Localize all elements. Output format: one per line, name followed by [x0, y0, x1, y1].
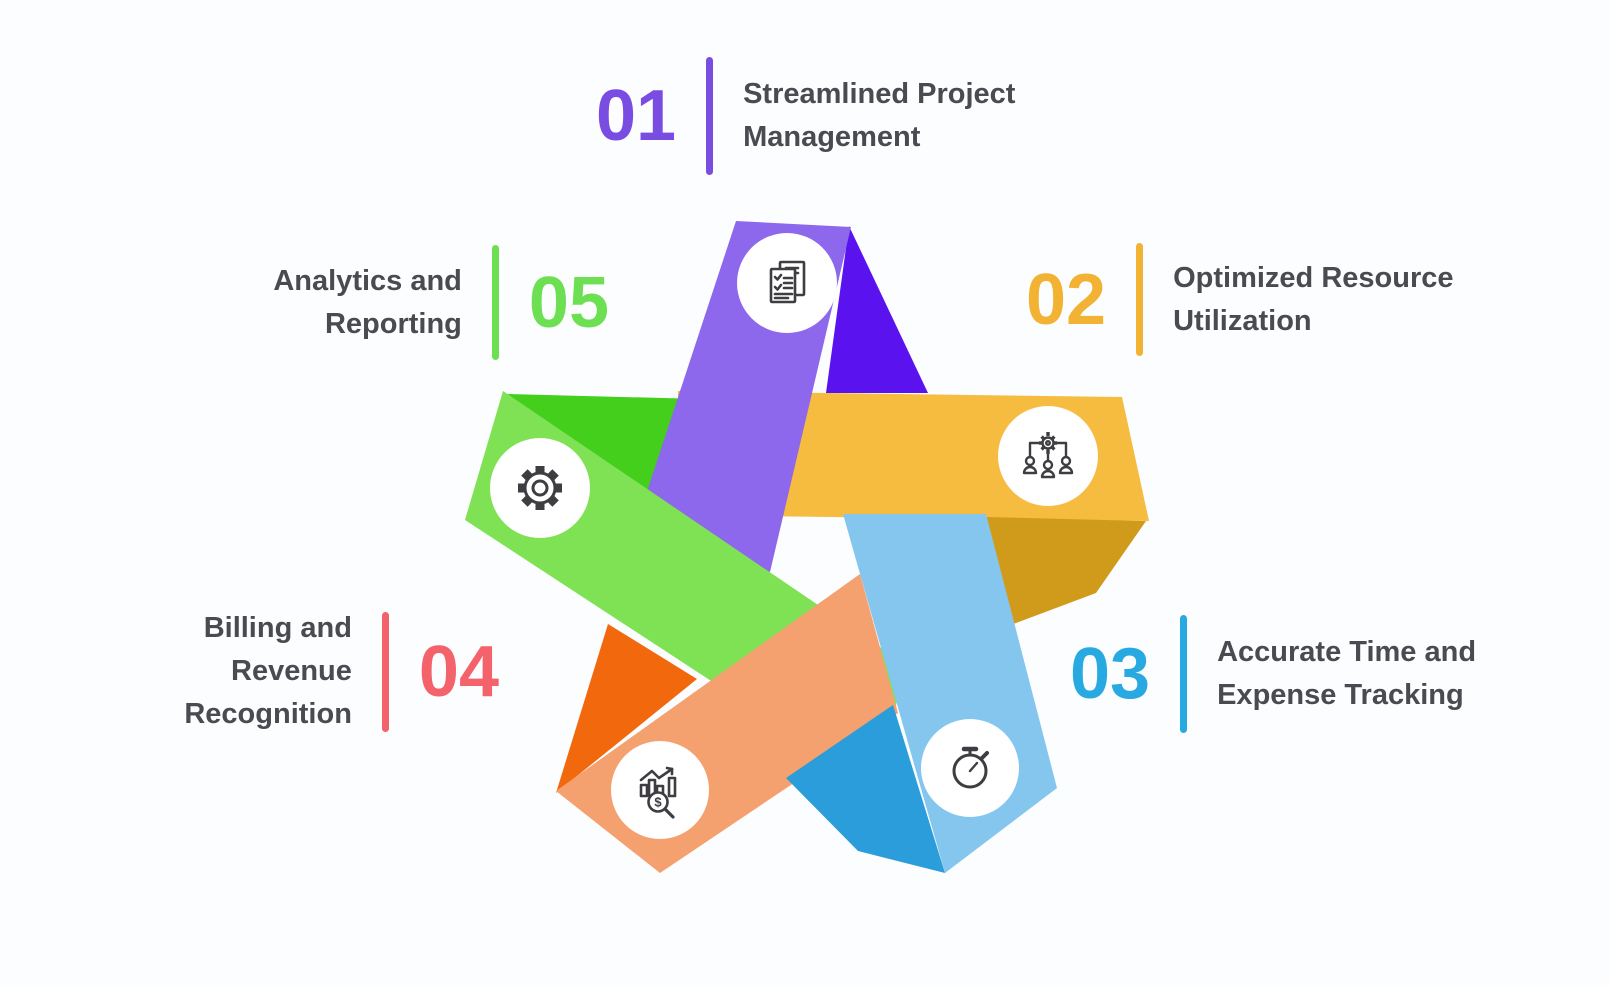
divider-bar — [1136, 243, 1144, 356]
step-item-02: 02 Optimized Resource Utilization — [1026, 243, 1454, 356]
step-number: 01 — [596, 76, 677, 156]
step-label: Analytics and Reporting — [273, 260, 462, 346]
step-number: 02 — [1026, 259, 1107, 340]
step-label-line: Accurate Time and — [1217, 636, 1477, 668]
step-label-line: Management — [743, 121, 921, 153]
purple-ribbon-fold — [826, 226, 928, 393]
step-number: 04 — [418, 631, 499, 712]
divider-bar — [491, 245, 499, 360]
step-label-line: Billing and — [203, 612, 352, 644]
step-label: Billing and Revenue Recognition — [184, 607, 352, 736]
divider-bar — [381, 611, 389, 732]
step-item-04: Billing and Revenue Recognition 04 — [184, 607, 499, 736]
revenue-chart-icon: $ — [639, 766, 677, 819]
step-label: Accurate Time and Expense Tracking — [1217, 631, 1476, 717]
orange-ribbon-fold — [556, 624, 697, 793]
stopwatch-icon — [952, 746, 989, 789]
step-label-line: Analytics and — [273, 264, 462, 297]
step-label-line: Streamlined Project — [743, 78, 1016, 110]
step-label-line: Utilization — [1173, 304, 1312, 337]
gear-icon — [518, 466, 562, 510]
step-label: Streamlined Project Management — [743, 73, 1015, 159]
step-label-line: Expense Tracking — [1217, 679, 1464, 711]
billing-icon-circle — [611, 741, 709, 839]
step-number: 03 — [1070, 634, 1151, 714]
step-item-01: 01 Streamlined Project Management — [596, 57, 1015, 175]
divider-bar — [1180, 615, 1188, 733]
step-label-line: Reporting — [324, 307, 462, 340]
step-label-line: Optimized Resource — [1173, 261, 1454, 294]
step-item-05: Analytics and Reporting 05 — [273, 245, 609, 360]
blue-ribbon-fold — [786, 705, 945, 873]
step-label-line: Recognition — [184, 698, 352, 730]
step-label-line: Revenue — [231, 655, 352, 687]
step-item-03: 03 Accurate Time and Expense Tracking — [1070, 615, 1476, 733]
step-number: 05 — [528, 262, 609, 343]
team-gear-icon — [1022, 432, 1074, 479]
divider-bar — [706, 57, 714, 175]
report-document-icon — [769, 260, 806, 304]
svg-text:$: $ — [654, 795, 662, 810]
step-label: Optimized Resource Utilization — [1173, 257, 1453, 343]
